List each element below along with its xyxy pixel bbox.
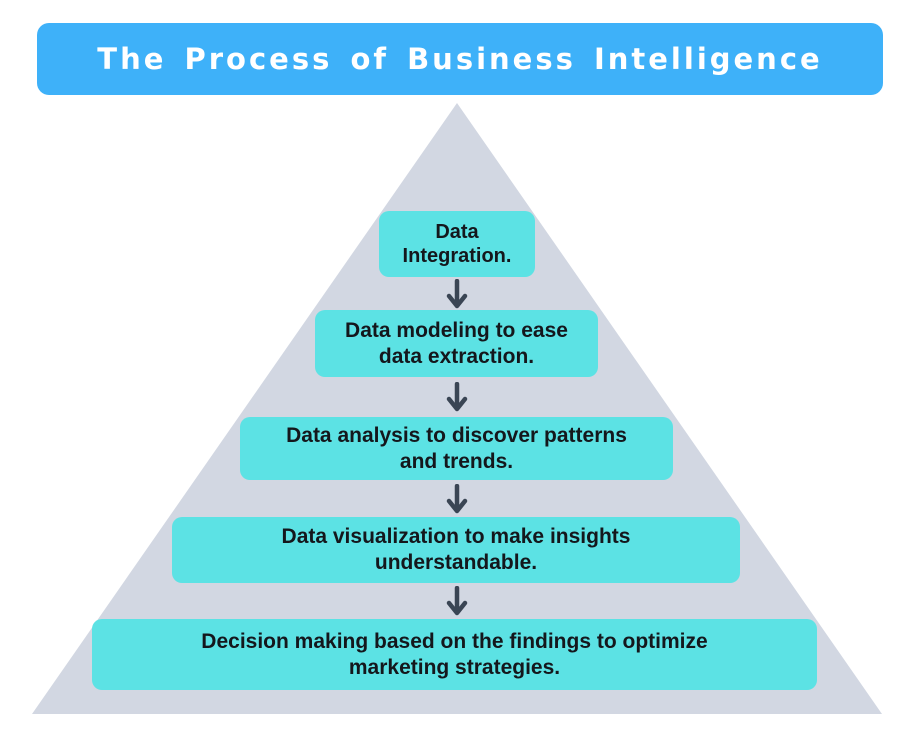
- step-text-line: Data modeling to ease: [345, 318, 568, 342]
- down-arrow-icon: [446, 586, 468, 616]
- step-box-data-integration: Data Integration.: [379, 211, 535, 277]
- step-text-line: marketing strategies.: [348, 655, 561, 679]
- page-title: The Process of Business Intelligence: [97, 42, 823, 76]
- step-text-line: Integration.: [402, 245, 512, 267]
- down-arrow-icon: [446, 279, 468, 309]
- step-text-line: understandable.: [374, 551, 538, 574]
- step-box-data-visualization: Data visualization to make insights unde…: [172, 517, 740, 583]
- step-box-data-analysis: Data analysis to discover patterns and t…: [240, 417, 673, 480]
- step-box-decision-making: Decision making based on the findings to…: [92, 619, 817, 690]
- step-text-line: Data analysis to discover patterns: [286, 423, 627, 447]
- step-text-line: Data: [435, 220, 479, 243]
- down-arrow-icon: [446, 382, 468, 412]
- step-text-line: data extraction.: [378, 344, 535, 368]
- step-text-line: and trends.: [399, 449, 514, 473]
- title-banner: The Process of Business Intelligence: [37, 23, 883, 95]
- down-arrow-icon: [446, 484, 468, 514]
- step-text-line: Data visualization to make insights: [281, 525, 631, 549]
- step-box-data-modeling: Data modeling to ease data extraction.: [315, 310, 598, 377]
- step-text-line: Decision making based on the findings to…: [201, 629, 708, 653]
